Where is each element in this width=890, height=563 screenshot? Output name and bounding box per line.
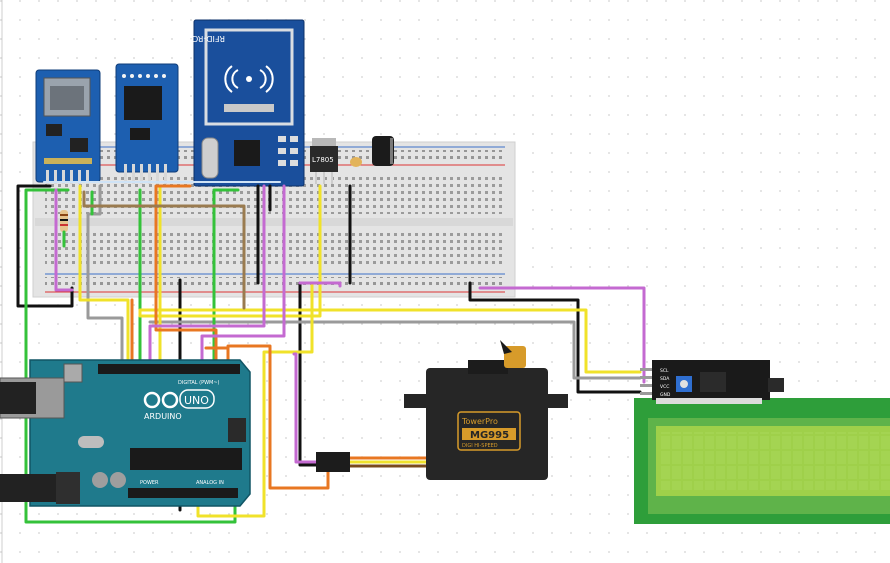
wire-orange-1	[154, 184, 218, 370]
i2c-pin-gnd: GND	[660, 392, 671, 398]
servo-model-label: MG995	[470, 430, 509, 441]
wire-yellow-3	[138, 184, 642, 374]
sd-card-module	[35, 69, 101, 184]
voltage-regulator: L7805	[310, 138, 338, 184]
i2c-pin-vcc: VCC	[660, 384, 669, 390]
wire-black-1	[16, 184, 74, 308]
wire-brown-1	[82, 190, 246, 310]
arduino-uno: ARDUINO UNO DIGITAL (PWM~) POWER ANALOG …	[0, 359, 251, 507]
rtc-module	[115, 63, 179, 184]
arduino-brand-label: ARDUINO	[144, 412, 182, 421]
wire-gray-1	[86, 184, 124, 370]
arduino-analog-header-label: ANALOG IN	[196, 480, 224, 486]
wire-purple-2	[148, 184, 266, 370]
wire-purple-4	[298, 281, 342, 288]
wire-yellow-1	[78, 184, 130, 370]
arduino-model-label: UNO	[184, 394, 209, 407]
servo-brand-label: TowerPro	[461, 417, 498, 426]
wire-yellow-4	[196, 281, 314, 518]
regulator-label: L7805	[312, 156, 334, 164]
wire-purple-3	[200, 184, 286, 370]
wire-black-7	[468, 281, 642, 394]
servo-motor: TowerPro MG995 DIGI HI-SPEED	[316, 340, 568, 480]
i2c-pin-sda: SDA	[660, 376, 670, 382]
wire-purple-5	[478, 286, 646, 384]
wire-purple-1	[54, 188, 74, 292]
arduino-power-header-label: POWER	[140, 480, 159, 486]
resistor	[60, 210, 68, 232]
wire-purple-6	[292, 352, 320, 464]
electrolytic-capacitor	[372, 136, 394, 166]
i2c-backpack: GND VCC SDA SCL	[640, 360, 784, 404]
lcd-display	[634, 398, 890, 524]
arduino-digital-header-label: DIGITAL (PWM~)	[178, 380, 220, 386]
ceramic-capacitor	[350, 157, 362, 167]
wire-green-1	[24, 188, 237, 524]
rfid-label: RFID-RC522	[177, 34, 225, 43]
wire-orange-3	[226, 344, 330, 490]
rfid-module: RFID-RC522	[177, 19, 305, 187]
atmega-chip	[130, 448, 242, 470]
wire-gray-2	[148, 320, 642, 380]
servo-subtitle-label: DIGI HI-SPEED	[462, 443, 498, 449]
i2c-pin-scl: SCL	[660, 368, 669, 374]
